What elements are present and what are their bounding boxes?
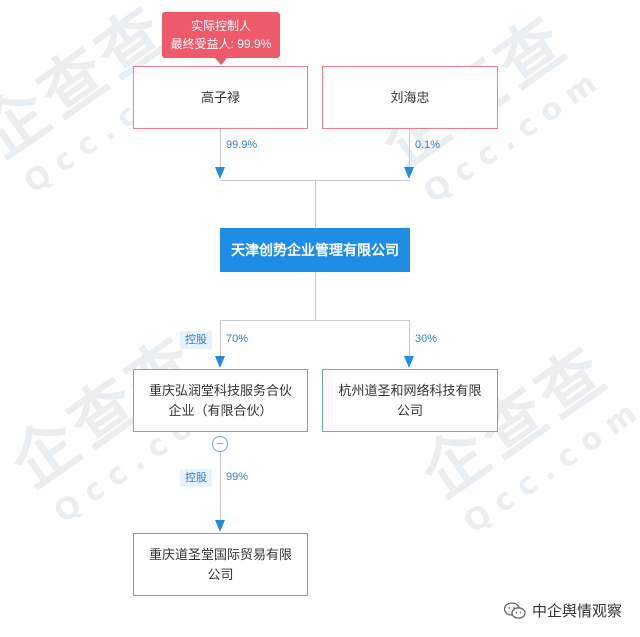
collapse-toggle-icon[interactable]: − <box>212 436 228 452</box>
share-percent: 70% <box>226 333 249 345</box>
holding-tag: 控股 <box>180 331 212 349</box>
subsidiary-name: 企业（有限合伙） <box>168 402 273 418</box>
subsidiary-name: 公司 <box>396 402 423 418</box>
subsidiary-node[interactable]: 杭州道圣和网络科技有限 公司 <box>322 369 498 432</box>
grand-subsidiary-node[interactable]: 重庆道圣堂国际贸易有限 公司 <box>133 533 308 596</box>
shareholder-node[interactable]: 刘海忠 <box>322 66 498 129</box>
arrow-down-icon <box>404 356 414 368</box>
arrow-down-icon <box>215 356 225 368</box>
shareholder-name: 刘海忠 <box>390 89 430 105</box>
center-company-node[interactable]: 天津创势企业管理有限公司 <box>220 228 410 272</box>
share-percent: 99% <box>226 471 249 483</box>
beneficiary-badge: 实际控制人 最终受益人: 99.9% <box>162 12 280 58</box>
connector-line <box>315 272 316 320</box>
connector-line <box>315 180 316 228</box>
center-company-name: 天津创势企业管理有限公司 <box>231 242 399 258</box>
grand-subsidiary-name: 重庆道圣堂国际贸易有限 <box>148 546 292 562</box>
arrow-down-icon <box>215 167 225 179</box>
subsidiary-name: 重庆弘润堂科技服务合伙 <box>148 382 292 398</box>
badge-title: 实际控制人 <box>190 19 251 33</box>
connector-line <box>220 320 410 321</box>
holding-tag: 控股 <box>180 469 212 487</box>
connector-line <box>220 452 221 522</box>
grand-subsidiary-name: 公司 <box>207 566 234 582</box>
arrow-down-icon <box>404 167 414 179</box>
connector-line <box>220 320 221 356</box>
connector-line <box>409 129 410 169</box>
shareholder-node[interactable]: 高子禄 <box>133 66 308 129</box>
badge-pointer <box>215 58 227 65</box>
wechat-icon <box>503 601 526 619</box>
share-percent: 99.9% <box>226 139 258 151</box>
footer-label: 中企舆情观察 <box>531 603 622 620</box>
connector-line <box>220 129 221 169</box>
subsidiary-node[interactable]: 重庆弘润堂科技服务合伙 企业（有限合伙） <box>133 369 308 432</box>
connector-line <box>409 320 410 356</box>
arrow-down-icon <box>215 520 225 532</box>
shareholder-name: 高子禄 <box>200 89 240 105</box>
subsidiary-name: 杭州道圣和网络科技有限 <box>338 382 482 398</box>
share-percent: 30% <box>415 333 438 345</box>
share-percent: 0.1% <box>415 139 441 151</box>
footer-brand: 中企舆情观察 <box>503 600 622 621</box>
badge-share: 最终受益人: 99.9% <box>170 37 272 51</box>
